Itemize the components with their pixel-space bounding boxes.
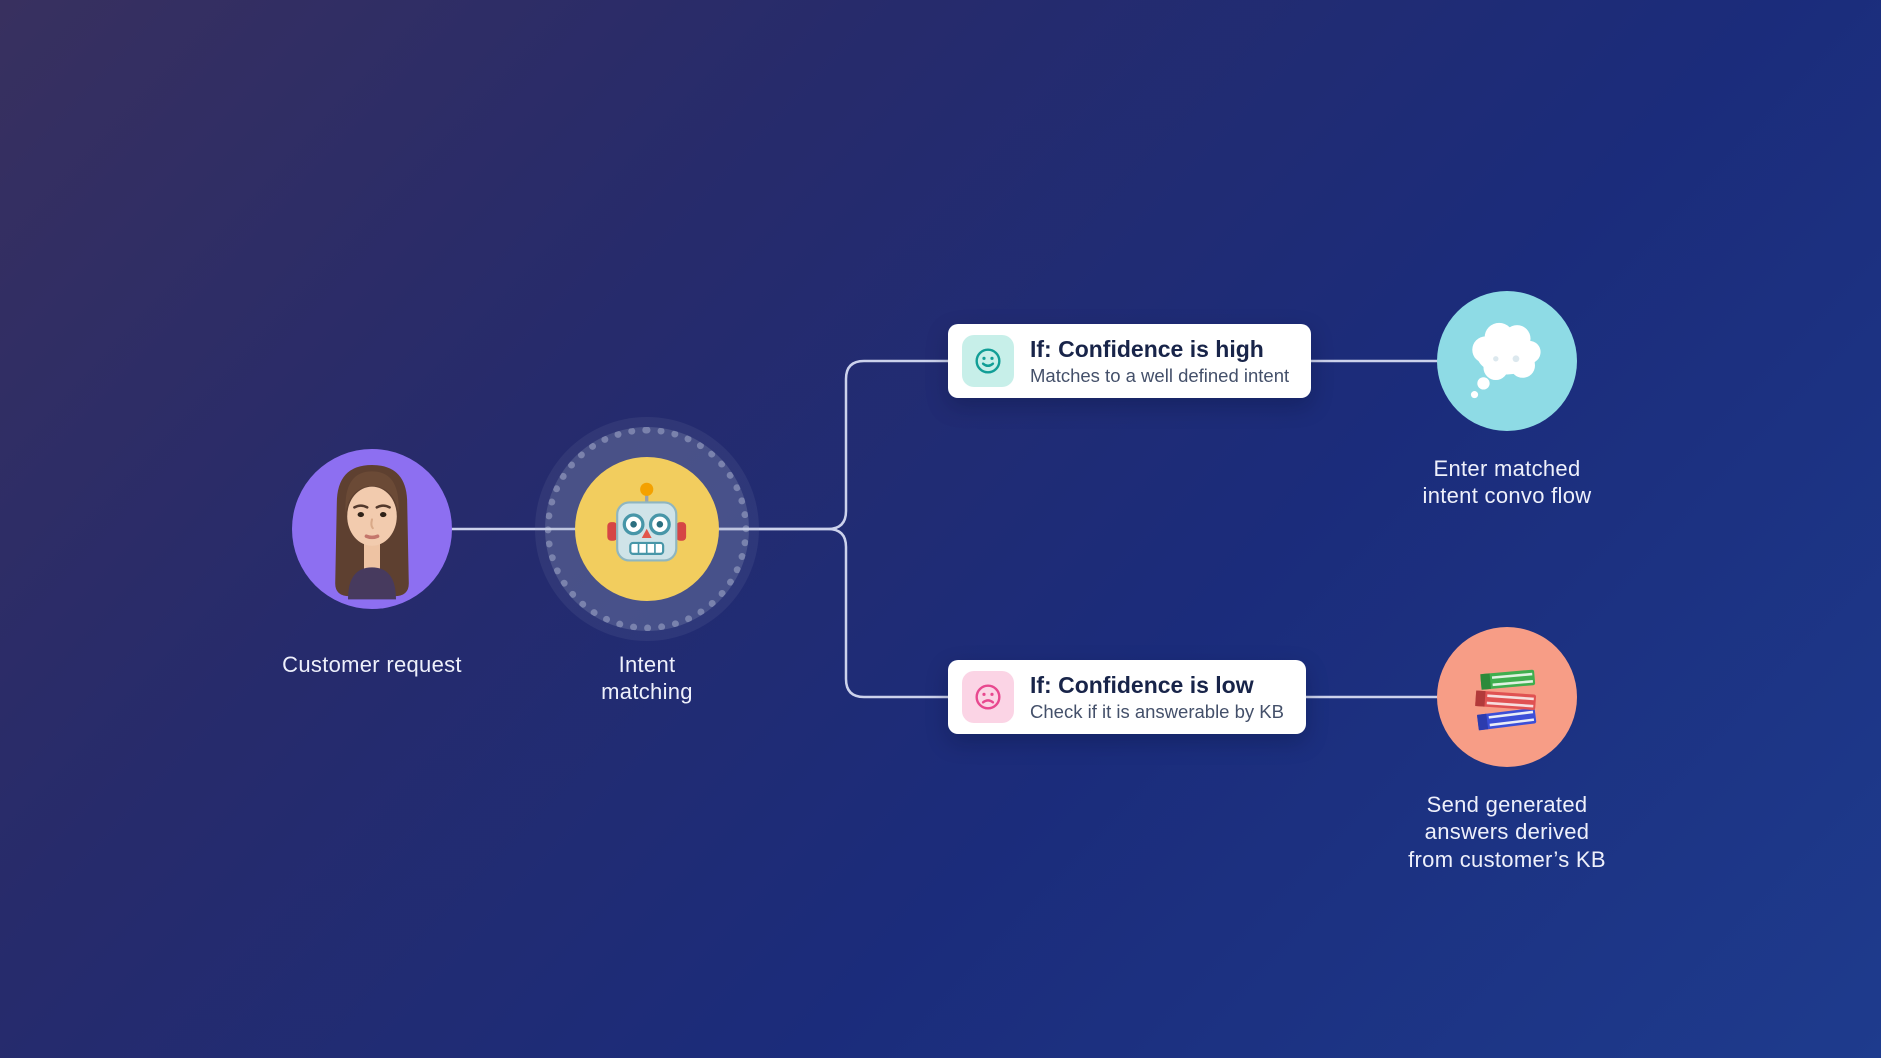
card-confidence-low[interactable]: If: Confidence is low Check if it is ans… [948,660,1306,734]
intent-gear-ring [545,427,749,631]
card-confidence-high[interactable]: If: Confidence is high Matches to a well… [948,324,1312,398]
node-matched-intent-flow[interactable]: Enter matched intent convo flow [1347,291,1667,510]
smiley-face-graphic [975,348,1001,374]
intent-label-line1: Intent [618,652,676,677]
card-low-title: If: Confidence is low [1030,671,1254,698]
thought-bubble-icon [1437,291,1577,431]
node-customer-request[interactable]: Customer request [222,449,522,678]
woman-avatar-icon [292,449,452,609]
connector-intent-to-high [645,359,1439,531]
node-intent-matching[interactable]: Intent matching [527,427,767,706]
sad-face-icon [962,671,1014,723]
low-outcome-line1: Send generated [1426,792,1588,817]
low-outcome-line3: from customer’s KB [1408,846,1606,872]
low-outcome-line2: answers derived [1424,819,1590,845]
card-low-text: If: Confidence is low Check if it is ans… [1030,672,1284,723]
matched-intent-flow-label: Enter matched intent convo flow [1423,455,1592,510]
high-outcome-line1: Enter matched [1433,456,1581,481]
intent-label-line2: matching [601,679,693,705]
connector-intent-to-low [645,527,1439,699]
customer-request-label: Customer request [282,651,462,678]
intent-matching-label: Intent matching [601,651,693,706]
kb-generated-answers-label: Send generated answers derived from cust… [1408,791,1606,873]
books-graphic [1475,669,1537,731]
customer-request-label-text: Customer request [282,652,462,677]
card-high-text: If: Confidence is high Matches to a well… [1030,336,1289,387]
card-high-subtitle: Matches to a well defined intent [1030,365,1290,387]
books-icon [1437,627,1577,767]
card-low-subtitle: Check if it is answerable by KB [1030,701,1284,723]
sad-face-graphic [975,684,1001,710]
thought-bubble-graphic [1470,322,1541,399]
robot-icon [575,457,719,601]
high-outcome-line2: intent convo flow [1422,483,1592,509]
smiley-face-icon [962,335,1014,387]
robot-graphic [607,483,687,562]
woman-avatar-graphic [335,465,409,600]
node-kb-generated-answers[interactable]: Send generated answers derived from cust… [1337,627,1677,873]
card-high-title: If: Confidence is high [1030,335,1264,362]
